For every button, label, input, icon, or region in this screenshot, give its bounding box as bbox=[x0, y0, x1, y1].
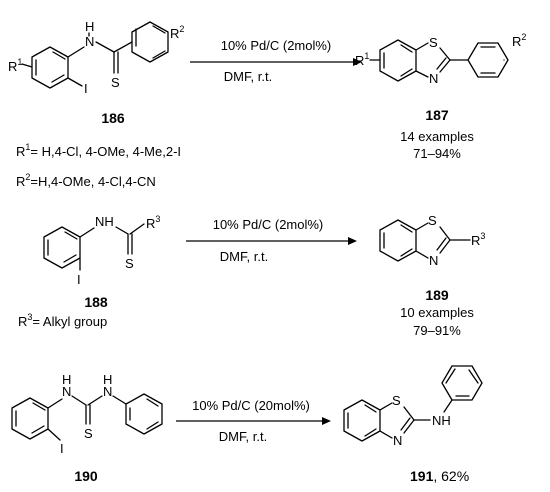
nh-191: NH bbox=[432, 413, 451, 428]
r2-label: R2 bbox=[170, 24, 184, 41]
sulfur-atom-190: S bbox=[84, 426, 93, 441]
solvent-1: DMF, r.t. bbox=[224, 69, 272, 84]
sulfur-atom-189: S bbox=[428, 213, 437, 228]
reagent-2: 10% Pd/C (2mol%) bbox=[213, 217, 324, 232]
nitrogen-atom-191: N bbox=[393, 433, 402, 448]
sulfur-atom-product: S bbox=[429, 35, 438, 50]
compound-187-label: 187 bbox=[425, 107, 449, 123]
nh-190-n2: N bbox=[103, 384, 112, 399]
compound-188-structure: I NH S R3 bbox=[43, 214, 160, 287]
r2-definition: R2=H,4-OMe, 4-Cl,4-CN bbox=[16, 172, 156, 189]
iodine-atom-188: I bbox=[77, 272, 81, 287]
reaction-1: I R1 N H S R2 186 10% Pd/C (2 bbox=[8, 19, 526, 189]
compound-191-structure: S N NH bbox=[343, 365, 483, 448]
r1-definition: R1= H,4-Cl, 4-OMe, 4-Me,2-I bbox=[16, 142, 181, 159]
iodine-atom: I bbox=[84, 81, 88, 96]
reaction-3: I N H S N H 190 10% Pd/C (20mol%) DMF, r… bbox=[11, 365, 483, 484]
compound-186-label: 186 bbox=[101, 110, 125, 126]
nitrogen-atom-189: N bbox=[429, 253, 438, 268]
nh-atom-n: N bbox=[85, 34, 94, 49]
nh-atom-h: H bbox=[85, 19, 94, 34]
nitrogen-atom-product: N bbox=[429, 71, 438, 86]
reaction-2: I NH S R3 188 R3= Alkyl group 10% Pd/C (… bbox=[18, 213, 485, 338]
sulfur-atom-191: S bbox=[392, 393, 401, 408]
r1-label-product: R1 bbox=[355, 51, 369, 68]
iodine-atom-190: I bbox=[60, 441, 64, 456]
examples-2: 10 examples bbox=[400, 305, 474, 320]
r1-label: R1 bbox=[8, 57, 22, 74]
arrow-head-2 bbox=[348, 237, 357, 245]
r2-label-product: R2 bbox=[512, 32, 526, 49]
compound-190-structure: I N H S N H bbox=[11, 372, 163, 456]
sulfur-atom-188: S bbox=[125, 256, 134, 271]
compound-190-label: 190 bbox=[74, 468, 98, 484]
sulfur-atom: S bbox=[111, 75, 120, 90]
r3-label-product: R3 bbox=[471, 231, 485, 248]
solvent-2: DMF, r.t. bbox=[220, 249, 268, 264]
nh-188: NH bbox=[95, 214, 114, 229]
examples-1: 14 examples bbox=[400, 129, 474, 144]
nh-190-h2: H bbox=[103, 372, 112, 387]
compound-186-structure: I R1 N H S R2 bbox=[8, 19, 184, 96]
compound-189-label: 189 bbox=[425, 287, 449, 303]
solvent-3: DMF, r.t. bbox=[219, 429, 267, 444]
arrow-head-1 bbox=[353, 58, 362, 66]
r3-definition: R3= Alkyl group bbox=[18, 312, 107, 329]
nh-190-n: N bbox=[62, 384, 71, 399]
yield-1: 71–94% bbox=[413, 146, 461, 161]
compound-188-label: 188 bbox=[84, 294, 108, 310]
compound-187-structure: R1 S N R2 bbox=[355, 32, 526, 86]
arrow-head-3 bbox=[322, 417, 331, 425]
compound-191-label: 191, 62% bbox=[410, 468, 469, 484]
nh-190-h: H bbox=[62, 372, 71, 387]
yield-2: 79–91% bbox=[413, 323, 461, 338]
compound-189-structure: S N R3 bbox=[379, 213, 485, 268]
reagent-1: 10% Pd/C (2mol%) bbox=[221, 38, 332, 53]
r3-label: R3 bbox=[146, 214, 160, 231]
reagent-3: 10% Pd/C (20mol%) bbox=[192, 398, 310, 413]
